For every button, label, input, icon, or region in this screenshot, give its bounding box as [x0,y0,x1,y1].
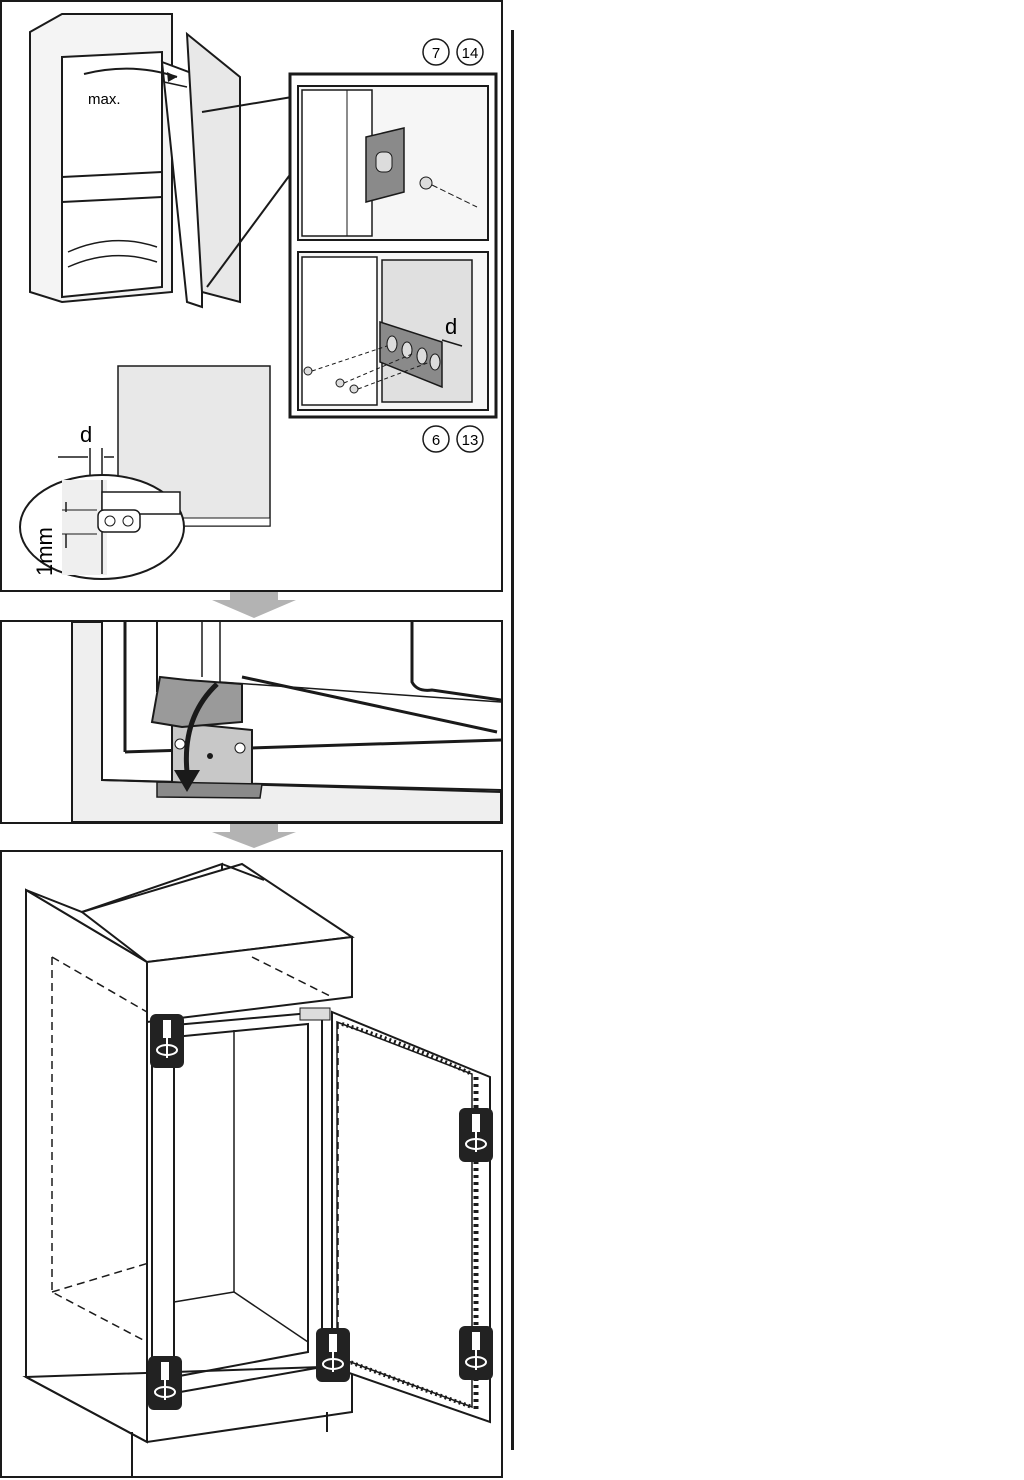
step-panel-hinge-cover [0,620,503,824]
svg-text:13: 13 [462,432,479,449]
screwdriver-turn-icon [459,1108,493,1162]
down-arrow-icon [212,592,296,618]
step-badge-bottom: 6 13 [422,425,484,453]
cabinet-side [25,888,148,1444]
screwdriver-turn-icon [316,1328,350,1382]
column-divider [511,30,514,1450]
svg-text:14: 14 [462,45,479,62]
svg-text:7: 7 [432,45,440,62]
step-badge-top: 7 14 [422,38,484,66]
svg-text:6: 6 [432,432,440,449]
step-panel-door-brackets: max. d 7 1 [0,0,503,592]
screwdriver-turn-icon [150,1014,184,1068]
down-arrow-icon [212,824,296,848]
fridge-door-bracket-illustration: max. d 7 1 [19,13,498,580]
step-panel-adjust-screws [0,850,503,1478]
hinge-cover [150,675,243,729]
cabinet-adjust-illustration [22,862,493,1476]
gap-label-detail: d [445,314,457,339]
fold-arrow-icon [183,682,219,773]
screwdriver-turn-icon [148,1356,182,1410]
screw-icon [419,176,433,190]
hinge-cover-illustration [71,622,501,822]
furniture-door-panel [185,31,241,304]
max-label: max. [88,91,121,108]
screwdriver-turn-icon [459,1326,493,1380]
zoom-bubble: 1mm [19,474,185,580]
offset-label: 1mm [32,527,57,576]
gap-label-lower: d [80,422,92,447]
